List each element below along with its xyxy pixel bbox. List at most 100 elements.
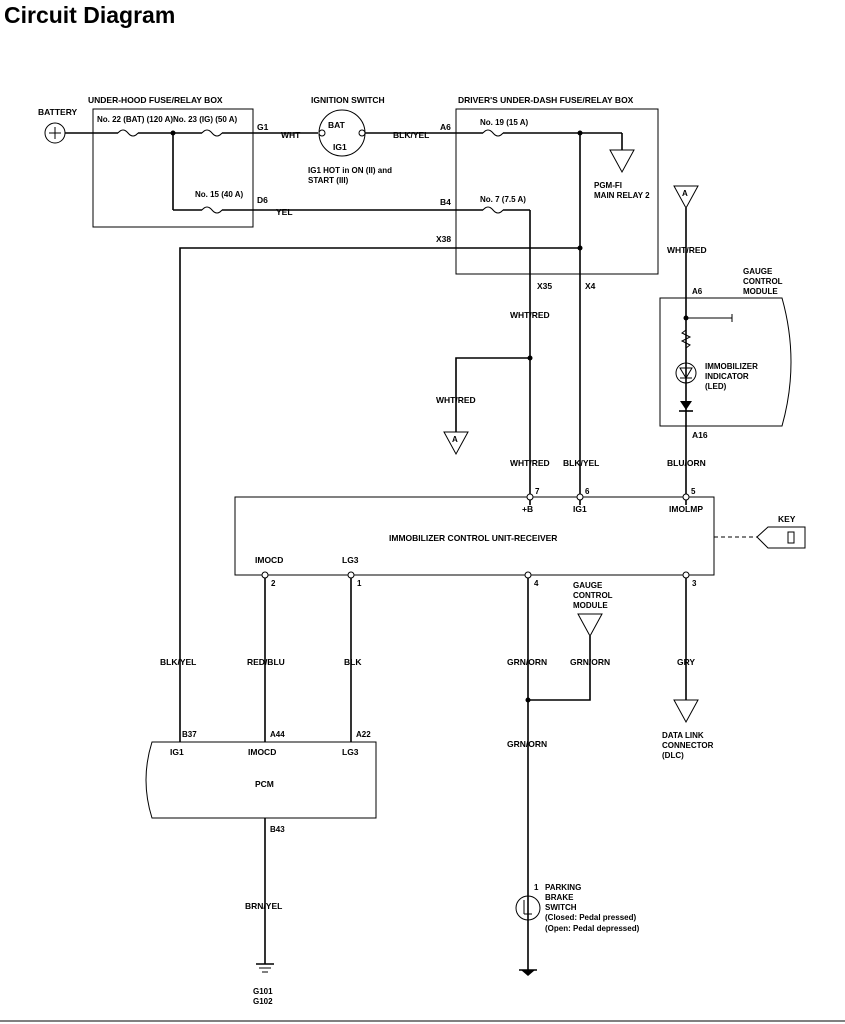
gauge-control-module-mid: GAUGE CONTROL MODULE GRN/ORN [525,581,613,703]
label-imolmp: IMOLMP [669,504,703,514]
ground-symbol-pcm [256,963,274,973]
ignition-title: IGNITION SWITCH [311,95,385,105]
wire-label-blk-yel-pcm: BLK/YEL [160,657,196,667]
parking-label-line5: (Open: Pedal depressed) [545,924,640,933]
terminal-b4: B4 [440,197,451,207]
parking-switch-symbol [515,895,541,921]
immobilizer-unit: IMMOBILIZER CONTROL UNIT-RECEIVER 7 6 5 … [234,487,715,588]
pin-4: 4 [534,579,539,588]
fuse-15-label: No. 15 (40 A) [195,190,243,199]
pcm-terminal-b43: B43 [270,825,285,834]
ignition-bat-label: BAT [328,120,346,130]
dlc-label-line2: CONNECTOR [662,741,714,750]
dlc-connector-symbol [673,699,699,724]
key: KEY [714,514,806,549]
fuse-23-label: No. 23 (IG) (50 A) [173,115,237,124]
led-label-line1: IMMOBILIZER [705,362,758,371]
pcm-title: PCM [255,779,274,789]
gauge-mid-line1: GAUGE [573,581,603,590]
wire-label-gry: GRY [677,657,695,667]
label-lg3: LG3 [342,555,359,565]
fuse-7-label: No. 7 (7.5 A) [480,195,526,204]
wire-label-grn-orn-gauge: GRN/ORN [570,657,610,667]
gauge-top-line1: GAUGE [743,267,773,276]
wire-label-brn-yel: BRN/YEL [245,901,282,911]
terminal-x38: X38 [436,234,451,244]
key-icon [756,526,806,549]
label-plus-b: +B [522,504,533,514]
terminal-a6: A6 [440,122,451,132]
ground-symbol-parking [519,969,537,976]
wire-label-blk-yel: BLK/YEL [393,130,429,140]
led-label-line3: (LED) [705,382,727,391]
pcm-terminal-b37: B37 [182,730,197,739]
wire-label-blk-yel-pin6: BLK/YEL [563,458,599,468]
underhood-box-outline [92,108,254,228]
battery-label: BATTERY [38,107,78,117]
pin-1: 1 [357,579,362,588]
wire-label-blk: BLK [344,657,362,667]
pin-5: 5 [691,487,696,496]
immobilizer-box-outline [234,496,715,576]
ignition-switch: IGNITION SWITCH BAT IG1 IG1 HOT in ON (I… [308,95,392,185]
wire-label-wht-red-pin7: WHT/RED [510,458,550,468]
underdash-title: DRIVER'S UNDER-DASH FUSE/RELAY BOX [458,95,634,105]
wire-label-red-blu: RED/BLU [247,657,285,667]
wire-label-grn-orn-top: GRN/ORN [507,657,547,667]
terminal-x35: X35 [537,281,552,291]
fuse-19-symbol [482,129,504,137]
pcm-label-imocd: IMOCD [248,747,276,757]
wire-label-wht-red-branch: WHT/RED [436,395,476,405]
page-title: Circuit Diagram [4,2,176,28]
ground-label-g102: G102 [253,997,273,1006]
ground-label-g101: G101 [253,987,273,996]
fuse-22-symbol [117,129,139,137]
gauge-mid-line2: CONTROL [573,591,613,600]
underhood-fuse-box: UNDER-HOOD FUSE/RELAY BOX No. 22 (BAT) (… [88,95,269,228]
connector-a-lower-symbol [443,431,469,456]
led-symbol [675,362,697,384]
connector-a-upper-symbol [673,185,699,210]
pin-3: 3 [692,579,697,588]
wire-label-wht-red-gauge: WHT/RED [667,245,707,255]
underdash-box-outline [455,108,659,275]
pgm-fi-relay-symbol [609,149,635,174]
wire-label-blu-orn: BLU/ORN [667,458,706,468]
parking-label-line4: (Closed: Pedal pressed) [545,913,636,922]
underhood-title: UNDER-HOOD FUSE/RELAY BOX [88,95,223,105]
gauge-mid-connector-symbol [577,613,603,638]
gauge-module-outline [659,297,792,427]
gauge-top-line2: CONTROL [743,277,783,286]
wire-label-wht-red-x35: WHT/RED [510,310,550,320]
parking-label-line1: PARKING [545,883,581,892]
pcm-terminal-a22: A22 [356,730,371,739]
immobilizer-title: IMMOBILIZER CONTROL UNIT-RECEIVER [389,533,557,543]
pin-7: 7 [535,487,540,496]
pin-2: 2 [271,579,276,588]
fuse-7-symbol [482,206,504,214]
resistor-symbol [680,329,692,349]
pcm-label-lg3: LG3 [342,747,359,757]
gauge-terminal-a6: A6 [692,287,703,296]
parking-pin-1: 1 [534,883,539,892]
gauge-mid-line3: MODULE [573,601,608,610]
relay-label-line2: MAIN RELAY 2 [594,191,650,200]
parking-label-line2: BRAKE [545,893,574,902]
terminal-g1: G1 [257,122,269,132]
wire-label-yel: YEL [276,207,293,217]
underdash-fuse-box: DRIVER'S UNDER-DASH FUSE/RELAY BOX A6 B4… [436,95,659,505]
wire-label-wht: WHT [281,130,301,140]
dlc-label-line3: (DLC) [662,751,684,760]
terminal-d6: D6 [257,195,268,205]
ignition-note-line2: START (III) [308,176,349,185]
diode-symbol [680,401,692,410]
wire-blk-yel-x38 [179,247,580,742]
pcm: B37 A44 A22 IG1 IMOCD LG3 PCM B43 [145,730,377,834]
fuse-23-symbol [201,129,223,137]
ignition-ig1-label: IG1 [333,142,347,152]
fuse-19-label: No. 19 (15 A) [480,118,528,127]
battery: BATTERY [38,107,93,144]
connector-a-lower-label: A [452,435,458,444]
parking-brake-switch: 1 PARKING BRAKE SWITCH (Closed: Pedal pr… [515,883,640,933]
